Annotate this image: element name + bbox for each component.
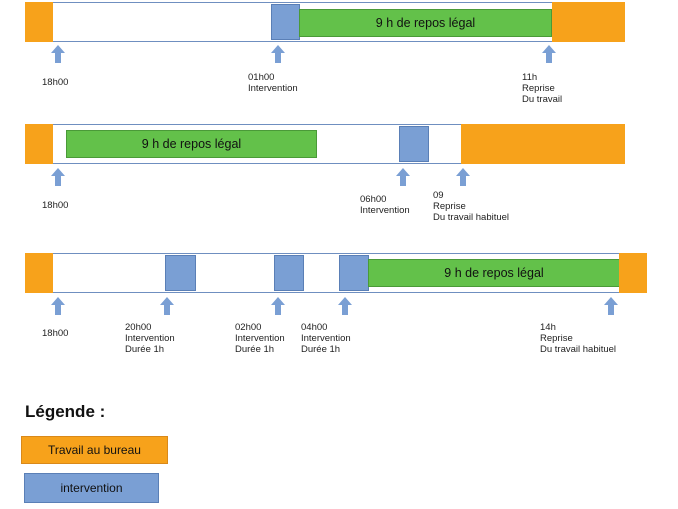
arrow-up-icon xyxy=(271,45,285,63)
rest-segment: 9 h de repos légal xyxy=(66,130,317,158)
work-segment xyxy=(25,253,53,293)
arrow-up-icon xyxy=(338,297,352,315)
intervention-segment xyxy=(339,255,369,291)
arrow-up-icon xyxy=(542,45,556,63)
intervention-segment xyxy=(399,126,429,162)
legend-intervention: intervention xyxy=(24,473,159,503)
time-label: 04h00 Intervention Durée 1h xyxy=(301,322,351,355)
arrow-up-icon xyxy=(51,168,65,186)
time-label: 18h00 xyxy=(42,200,69,211)
time-label: 02h00 Intervention Durée 1h xyxy=(235,322,285,355)
intervention-segment xyxy=(165,255,196,291)
arrow-up-icon xyxy=(160,297,174,315)
time-label: 06h00 Intervention xyxy=(360,194,410,216)
time-label: 11h Reprise Du travail xyxy=(522,72,563,105)
legend-title: Légende : xyxy=(25,402,106,421)
time-label: 09 Reprise Du travail habituel xyxy=(433,190,510,223)
work-segment xyxy=(461,124,625,164)
time-label: 14h Reprise Du travail habituel xyxy=(540,322,617,355)
arrow-up-icon xyxy=(604,297,618,315)
rest-segment: 9 h de repos légal xyxy=(368,259,620,287)
legend-work: Travail au bureau xyxy=(21,436,168,464)
work-segment xyxy=(25,124,53,164)
time-label: 01h00 Intervention xyxy=(248,72,298,94)
intervention-segment xyxy=(271,4,300,40)
time-label: 18h00 xyxy=(42,77,69,88)
rest-segment: 9 h de repos légal xyxy=(299,9,552,37)
arrow-up-icon xyxy=(51,45,65,63)
time-label: 20h00 Intervention Durée 1h xyxy=(125,322,175,355)
time-label: 18h00 xyxy=(42,328,69,339)
intervention-segment xyxy=(274,255,304,291)
arrow-up-icon xyxy=(51,297,65,315)
work-segment xyxy=(552,2,625,42)
arrow-up-icon xyxy=(456,168,470,186)
arrow-up-icon xyxy=(271,297,285,315)
work-segment xyxy=(25,2,53,42)
work-segment xyxy=(619,253,647,293)
arrow-up-icon xyxy=(396,168,410,186)
